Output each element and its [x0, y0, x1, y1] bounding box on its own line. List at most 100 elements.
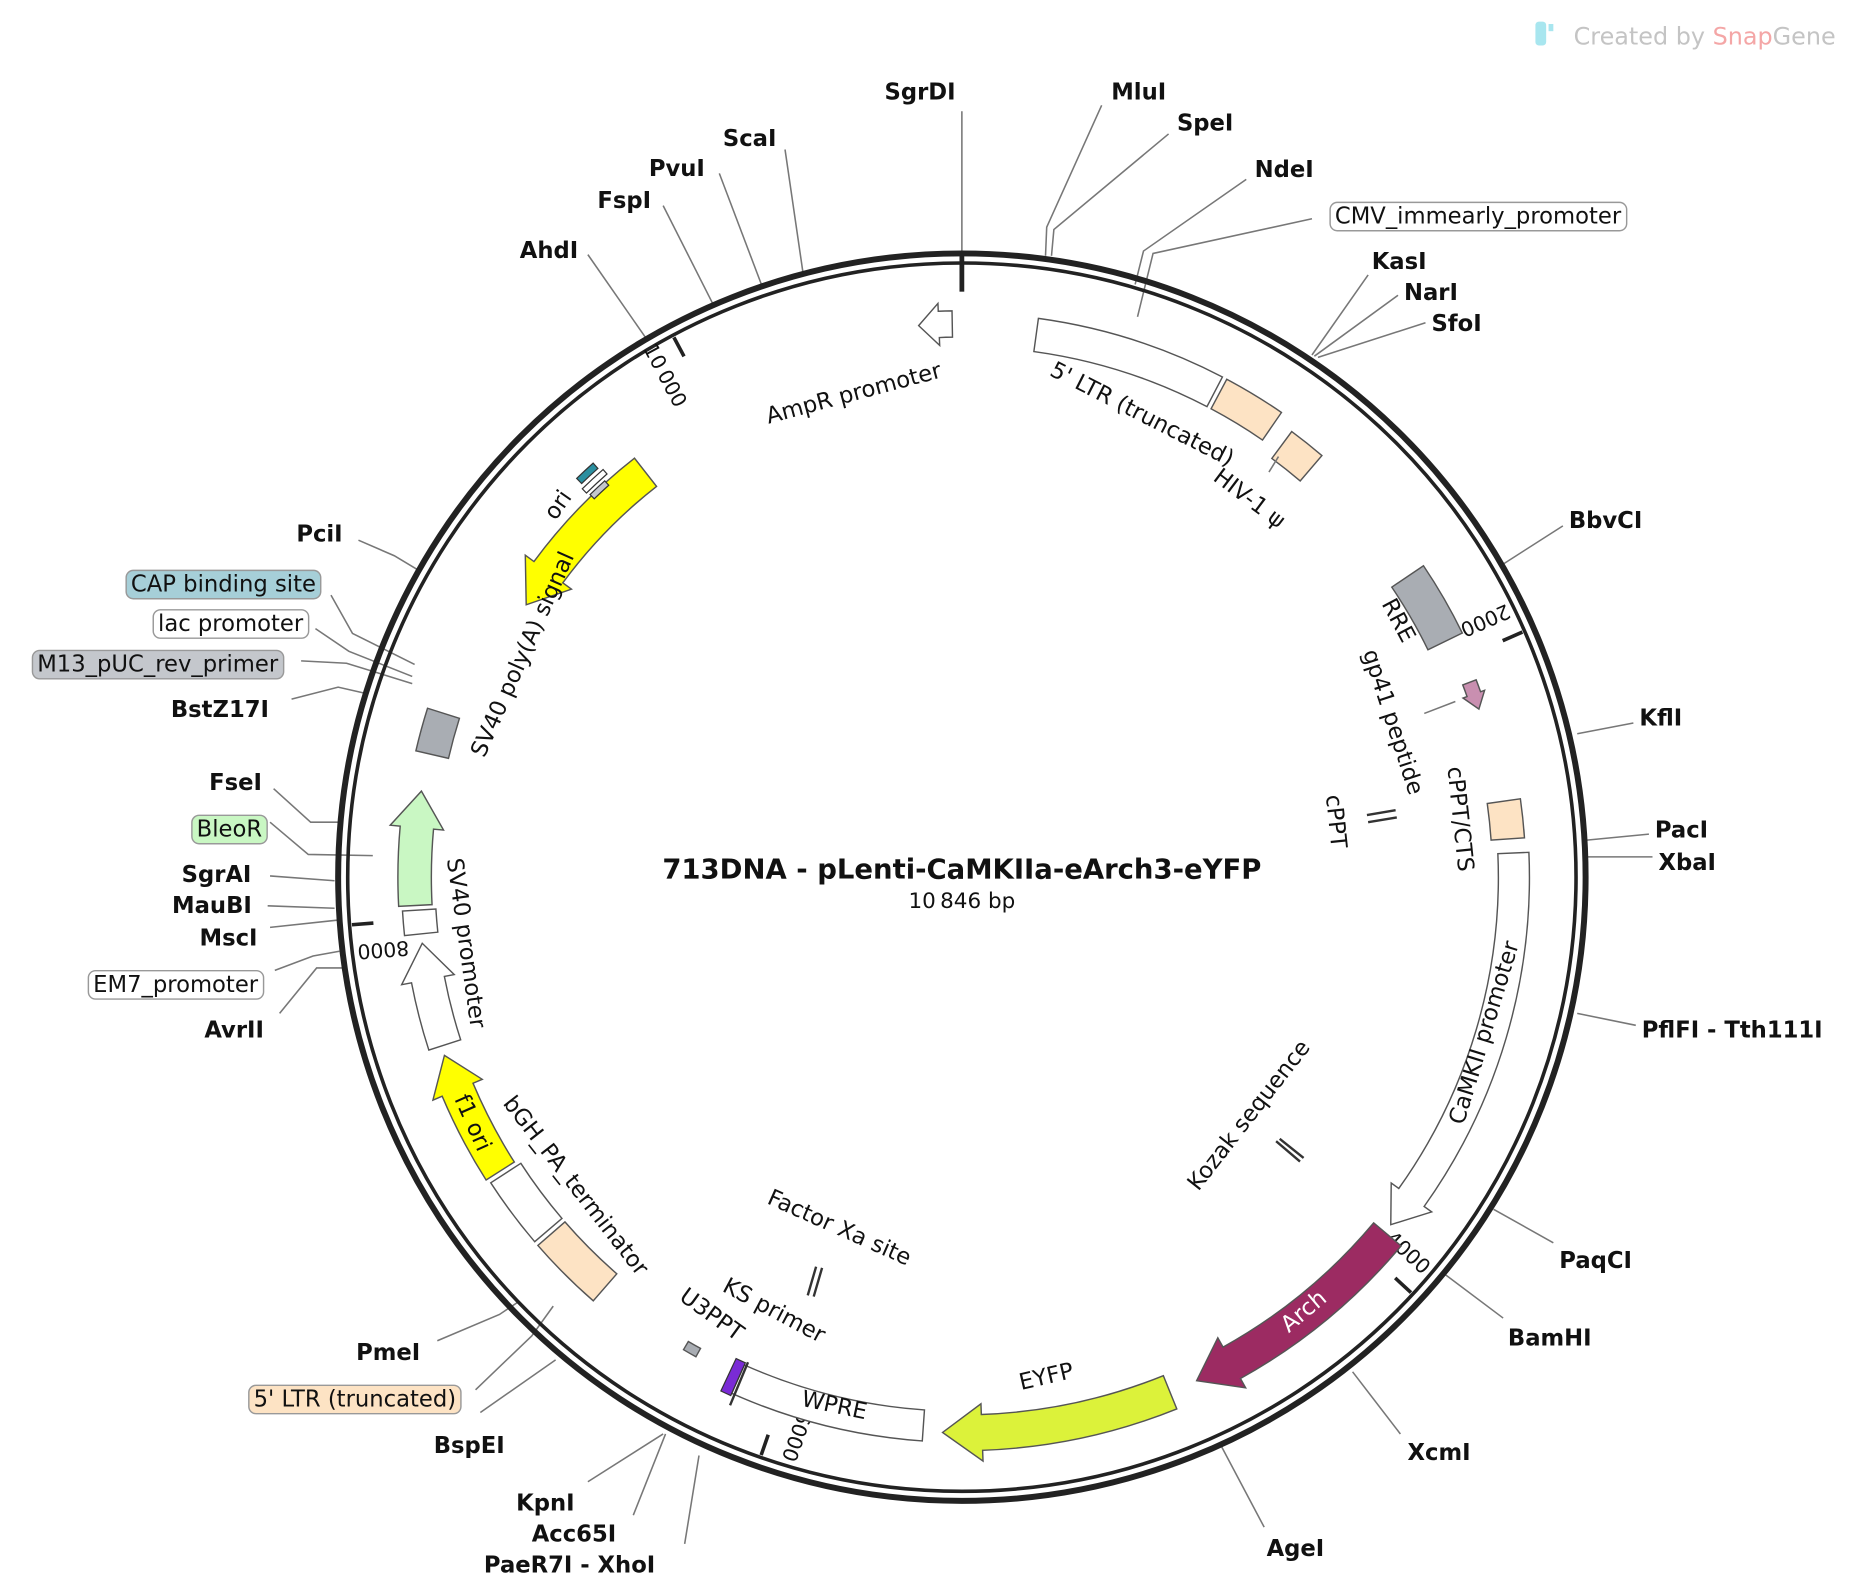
enzyme-site-bstz17i[interactable]: BstZ17I	[171, 697, 269, 723]
feature-arch[interactable]	[1195, 1221, 1403, 1389]
plasmid-length: 10 846 bp	[908, 889, 1015, 914]
tick-mark	[672, 336, 686, 358]
feature-unlabeled[interactable]	[401, 908, 439, 937]
label-cppt-cts: cPPT/CTS	[1441, 765, 1478, 873]
features	[388, 301, 1531, 1463]
enzyme-site-paer7i-xhoi[interactable]: PaeR7I - XhoI	[484, 1553, 655, 1579]
feature-tag-label: CMV_immearly_promoter	[1335, 204, 1622, 230]
leader-line-pflfi-tth111i	[1577, 1012, 1636, 1027]
label-ampr-promoter: AmpR promoter	[763, 358, 945, 430]
leader-line-fsei	[273, 788, 341, 823]
leader-line-bleor	[269, 821, 373, 857]
label-gp41: gp41 peptide	[1357, 646, 1428, 798]
enzyme-site-sgrai[interactable]: SgrAI	[182, 862, 252, 888]
enzyme-site-bbvci[interactable]: BbvCI	[1569, 508, 1642, 534]
feature-eyfp[interactable]	[941, 1374, 1178, 1463]
feature-tag-5-ltr-truncated[interactable]: 5' LTR (truncated)	[248, 1384, 462, 1415]
enzyme-site-xcmi[interactable]: XcmI	[1408, 1440, 1471, 1466]
enzyme-site-spei[interactable]: SpeI	[1177, 110, 1233, 136]
watermark-brand-gene: Gene	[1773, 22, 1836, 50]
enzyme-site-pmei[interactable]: PmeI	[356, 1340, 420, 1366]
enzyme-site-fsei[interactable]: FseI	[209, 770, 262, 796]
m13-primer-mark	[589, 479, 610, 500]
enzyme-site-maubi[interactable]: MauBI	[172, 893, 252, 919]
feature-sv40-poly-a-signal[interactable]	[415, 707, 461, 760]
enzyme-site-agei[interactable]: AgeI	[1267, 1536, 1325, 1562]
feature-tag-label: BleoR	[197, 817, 263, 843]
enzyme-site-msci[interactable]: MscI	[200, 925, 258, 951]
leader-line-bstz17i	[291, 686, 365, 700]
leader-line-ndei	[1134, 178, 1247, 285]
leader-line-cmv-immearly-promoter	[1136, 218, 1313, 317]
leader-line-agei	[1220, 1445, 1265, 1528]
tick-mark	[351, 921, 374, 927]
feature-5-ltr-truncated[interactable]	[1033, 317, 1224, 408]
enzyme-site-acc65i[interactable]: Acc65I	[532, 1522, 616, 1548]
enzyme-site-scai[interactable]: ScaI	[723, 126, 777, 152]
feature-unlabeled[interactable]	[388, 789, 445, 908]
feature-u3ppt[interactable]	[682, 1340, 702, 1358]
feature-tag-lac-promoter[interactable]: lac promoter	[152, 609, 310, 639]
enzyme-site-sgrdi[interactable]: SgrDI	[885, 79, 956, 105]
leader-line-paqci	[1493, 1208, 1554, 1244]
enzyme-site-sfoi[interactable]: SfoI	[1431, 311, 1481, 337]
ks-primer-mark	[720, 1357, 747, 1397]
feature-tag-em7-promoter[interactable]: EM7_promoter	[87, 969, 265, 1000]
enzyme-site-pflfi-tth111i[interactable]: PflFI - Tth111I	[1642, 1017, 1823, 1043]
enzyme-site-pvui[interactable]: PvuI	[649, 156, 705, 182]
enzyme-site-ndei[interactable]: NdeI	[1255, 157, 1314, 183]
leader-line-paer7i-xhoi	[683, 1455, 700, 1545]
enzyme-site-kpni[interactable]: KpnI	[516, 1490, 574, 1516]
enzyme-site-avrii[interactable]: AvrII	[204, 1017, 264, 1043]
feature-sv40-promoter[interactable]	[400, 942, 462, 1051]
leader-line-cap-binding-site	[330, 594, 415, 666]
feature-rre[interactable]	[1390, 564, 1464, 651]
svg-text:Created by SnapGene: Created by SnapGene	[1574, 22, 1836, 50]
leader-line-scai	[784, 149, 804, 273]
enzyme-site-ahdi[interactable]: AhdI	[520, 238, 578, 264]
feature-tag-m13-puc-rev-primer[interactable]: M13_pUC_rev_primer	[31, 649, 285, 680]
feature-bgh-pa-terminator[interactable]	[489, 1162, 563, 1243]
leader-line-5-ltr-truncated	[475, 1305, 554, 1391]
feature-ampr-promoter[interactable]	[917, 301, 954, 348]
enzyme-site-xbai[interactable]: XbaI	[1658, 850, 1715, 876]
enzyme-site-mlui[interactable]: MluI	[1111, 79, 1166, 105]
enzyme-site-bamhi[interactable]: BamHI	[1508, 1326, 1592, 1352]
enzyme-site-fspi[interactable]: FspI	[597, 188, 651, 214]
feature-tag-bleor[interactable]: BleoR	[191, 814, 268, 845]
feature-unlabeled[interactable]	[1210, 378, 1283, 442]
tick-label: 10 000	[638, 339, 691, 411]
leader-line-m13-puc-rev-primer	[301, 660, 413, 685]
plasmid-title: 713DNA - pLenti-CaMKIIa-eArch3-eYFP	[662, 853, 1261, 885]
feature-tag-cap-binding-site[interactable]: CAP binding site	[125, 569, 322, 600]
feature-f1-ori[interactable]	[431, 1054, 516, 1181]
feature-tag-cmv-immearly-promoter[interactable]: CMV_immearly_promoter	[1329, 201, 1628, 232]
enzyme-site-pcii[interactable]: PciI	[296, 521, 342, 547]
leader-line-sfoi	[1317, 321, 1426, 359]
enzyme-labels: SgrDI MluI SpeI NdeI CMV_immearly_promoterKa…	[31, 79, 1823, 1579]
snapgene-watermark: Created by SnapGene	[1535, 21, 1836, 50]
feature-gp41-peptide[interactable]	[1461, 678, 1486, 711]
leader-line-pcii	[358, 539, 419, 571]
leader-line-msci	[269, 919, 338, 929]
feature-unlabeled[interactable]	[536, 1220, 618, 1302]
enzyme-site-nari[interactable]: NarI	[1404, 280, 1458, 306]
feature-tag-label: CAP binding site	[131, 572, 316, 598]
leader-line-mlui	[1044, 104, 1103, 256]
feature-hiv-1[interactable]	[1270, 430, 1323, 482]
label-hiv1-psi: HIV-1 ψ	[1208, 463, 1290, 534]
enzyme-site-bspei[interactable]: BspEI	[434, 1433, 505, 1459]
enzyme-site-kfli[interactable]: KflI	[1639, 705, 1682, 731]
leader-line-pmei	[437, 1301, 518, 1342]
lac-promoter-mark	[581, 468, 608, 494]
enzyme-site-paqci[interactable]: PaqCI	[1559, 1248, 1632, 1274]
label-factor-xa: Factor Xa site	[763, 1185, 915, 1272]
leader-line-kfli	[1577, 722, 1634, 735]
leader-line-fspi	[662, 205, 715, 306]
enzyme-site-paci[interactable]: PacI	[1655, 818, 1708, 844]
feature-camkii-promoter[interactable]	[1390, 851, 1531, 1226]
leader-line-sgrai	[269, 875, 335, 882]
enzyme-site-kasi[interactable]: KasI	[1372, 249, 1427, 275]
feature-cppt-cts[interactable]	[1486, 798, 1526, 841]
